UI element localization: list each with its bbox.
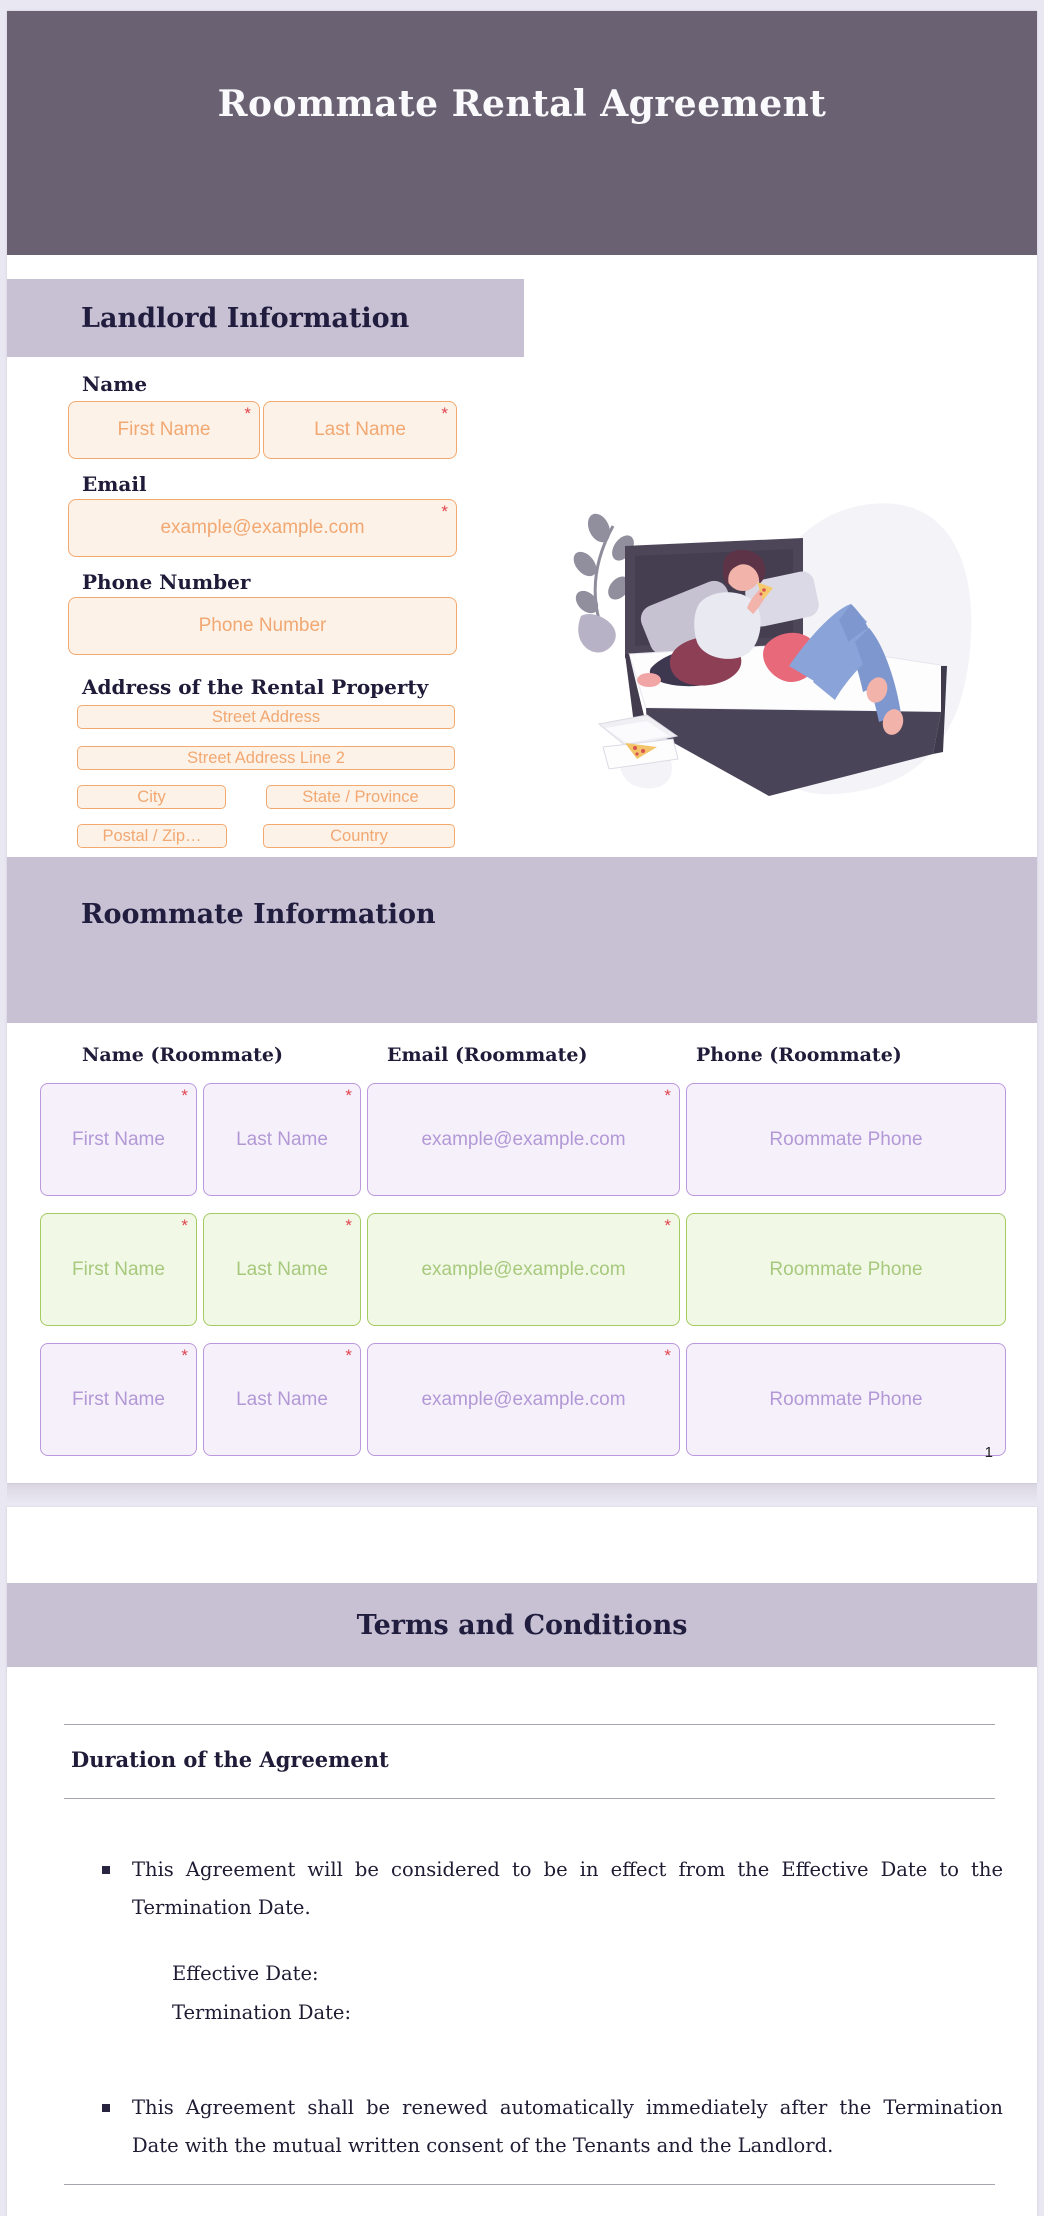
country-input[interactable] bbox=[263, 824, 455, 848]
roommate2-email-cell: * bbox=[367, 1213, 680, 1326]
landlord-section-header: Landlord Information bbox=[7, 279, 524, 357]
required-asterisk: * bbox=[345, 1216, 352, 1235]
roommate1-phone-input[interactable] bbox=[686, 1083, 1006, 1196]
pizza-box-icon bbox=[597, 714, 679, 770]
form-header: Roommate Rental Agreement bbox=[7, 11, 1037, 255]
postal-input[interactable] bbox=[77, 824, 227, 848]
street-address2-input[interactable] bbox=[77, 746, 455, 770]
roommate2-phone-cell bbox=[686, 1213, 1006, 1326]
terms-bullet-list: This Agreement will be considered to be … bbox=[7, 1851, 1037, 2165]
state-input[interactable] bbox=[266, 785, 455, 809]
person-eating-pizza-icon bbox=[637, 549, 773, 687]
postal-country-row bbox=[77, 824, 455, 848]
landlord-name-row: * * bbox=[68, 401, 1037, 459]
first-name-wrap: * bbox=[68, 401, 260, 459]
required-asterisk: * bbox=[345, 1346, 352, 1365]
last-name-input[interactable] bbox=[263, 401, 457, 459]
roommate3-email-input[interactable] bbox=[367, 1343, 680, 1456]
required-asterisk: * bbox=[441, 404, 448, 423]
terms-bullet-1-text: This Agreement will be considered to be … bbox=[132, 1858, 1003, 1919]
page-2: Terms and Conditions Duration of the Agr… bbox=[7, 1507, 1037, 2216]
page-break bbox=[7, 1483, 1037, 1507]
terms-bullet-2-text: This Agreement shall be renewed automati… bbox=[132, 2096, 1003, 2157]
required-asterisk: * bbox=[664, 1216, 671, 1235]
terms-section-header: Terms and Conditions bbox=[7, 1583, 1037, 1667]
roommate1-last-name-cell: * bbox=[203, 1083, 361, 1196]
required-asterisk: * bbox=[181, 1086, 188, 1105]
terms-bullet-2: This Agreement shall be renewed automati… bbox=[102, 2089, 1003, 2165]
address-block bbox=[77, 705, 455, 848]
roommate3-phone-cell bbox=[686, 1343, 1006, 1456]
roommate1-email-input[interactable] bbox=[367, 1083, 680, 1196]
city-input[interactable] bbox=[77, 785, 226, 809]
required-asterisk: * bbox=[441, 502, 448, 521]
roommate3-last-name-input[interactable] bbox=[203, 1343, 361, 1456]
terms-section-title: Terms and Conditions bbox=[356, 1609, 688, 1641]
required-asterisk: * bbox=[664, 1086, 671, 1105]
column-header-phone: Phone (Roommate) bbox=[696, 1044, 902, 1066]
address-label: Address of the Rental Property bbox=[82, 675, 429, 699]
roommate-row-3: * * * bbox=[40, 1343, 1037, 1456]
roommate2-last-name-cell: * bbox=[203, 1213, 361, 1326]
divider bbox=[64, 1724, 995, 1725]
roommate-row-2: * * * bbox=[40, 1213, 1037, 1326]
terms-dates: Effective Date: Termination Date: bbox=[132, 1954, 1003, 2032]
page-number: 1 bbox=[984, 1444, 993, 1461]
roommate-section-title: Roommate Information bbox=[81, 899, 436, 930]
roommate-table-header: Name (Roommate) Email (Roommate) Phone (… bbox=[40, 1044, 1037, 1066]
phone-label: Phone Number bbox=[82, 570, 251, 594]
landlord-section-body: Name * * Email * Phone Number Add bbox=[7, 371, 1037, 848]
column-header-email: Email (Roommate) bbox=[387, 1044, 588, 1066]
top-margin bbox=[0, 0, 1044, 11]
phone-input[interactable] bbox=[68, 597, 457, 655]
landlord-section-title: Landlord Information bbox=[81, 302, 410, 334]
roommate2-last-name-input[interactable] bbox=[203, 1213, 361, 1326]
roommate1-phone-cell bbox=[686, 1083, 1006, 1196]
terms-subheading: Duration of the Agreement bbox=[71, 1747, 389, 1772]
roommate2-phone-input[interactable] bbox=[686, 1213, 1006, 1326]
roommate2-email-input[interactable] bbox=[367, 1213, 680, 1326]
roommates-bed-illustration bbox=[573, 503, 972, 796]
divider bbox=[64, 2184, 995, 2185]
roommate2-first-name-cell: * bbox=[40, 1213, 197, 1326]
termination-date-line: Termination Date: bbox=[172, 2001, 352, 2024]
email-wrap: * bbox=[68, 499, 457, 557]
roommate3-email-cell: * bbox=[367, 1343, 680, 1456]
roommate-row-1: * * * bbox=[40, 1083, 1037, 1196]
column-header-name: Name (Roommate) bbox=[82, 1044, 283, 1066]
roommate-section-header: Roommate Information bbox=[7, 857, 1037, 1023]
city-state-row bbox=[77, 785, 455, 809]
first-name-input[interactable] bbox=[68, 401, 260, 459]
roommate1-first-name-cell: * bbox=[40, 1083, 197, 1196]
name-label: Name bbox=[82, 372, 148, 396]
phone-wrap bbox=[68, 597, 457, 655]
street-address-input[interactable] bbox=[77, 705, 455, 729]
roommate1-first-name-input[interactable] bbox=[40, 1083, 197, 1196]
person-lying-icon bbox=[763, 604, 904, 735]
email-label: Email bbox=[82, 472, 147, 496]
roommate2-first-name-input[interactable] bbox=[40, 1213, 197, 1326]
required-asterisk: * bbox=[345, 1086, 352, 1105]
form-title: Roommate Rental Agreement bbox=[217, 83, 827, 125]
required-asterisk: * bbox=[244, 404, 251, 423]
effective-date-line: Effective Date: bbox=[172, 1962, 319, 1985]
roommate3-first-name-input[interactable] bbox=[40, 1343, 197, 1456]
required-asterisk: * bbox=[181, 1346, 188, 1365]
roommate3-phone-input[interactable] bbox=[686, 1343, 1006, 1456]
email-input[interactable] bbox=[68, 499, 457, 557]
roommate1-email-cell: * bbox=[367, 1083, 680, 1196]
last-name-wrap: * bbox=[263, 401, 457, 459]
required-asterisk: * bbox=[664, 1346, 671, 1365]
roommate3-last-name-cell: * bbox=[203, 1343, 361, 1456]
roommate3-first-name-cell: * bbox=[40, 1343, 197, 1456]
divider bbox=[64, 1798, 995, 1799]
page-1: Roommate Rental Agreement Landlord Infor… bbox=[7, 11, 1037, 1483]
terms-bullet-1: This Agreement will be considered to be … bbox=[102, 1851, 1003, 2032]
required-asterisk: * bbox=[181, 1216, 188, 1235]
roommate1-last-name-input[interactable] bbox=[203, 1083, 361, 1196]
